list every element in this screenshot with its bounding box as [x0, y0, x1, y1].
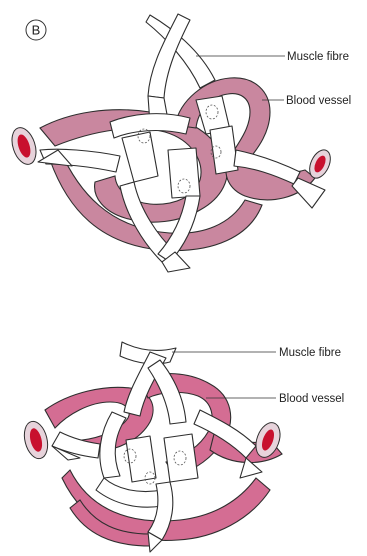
muscle-fibre-label: Muscle fibre [287, 51, 349, 63]
muscle-fibre-label: Muscle fibre [279, 347, 341, 359]
label-blood-vessel-top: Blood vessel [262, 95, 351, 107]
bottom-diagram: Muscle fibre Blood vessel [21, 342, 344, 552]
panel-letter: B [32, 23, 41, 38]
blood-vessel-label: Blood vessel [286, 95, 351, 107]
muscle-fibres-top [38, 14, 325, 272]
top-diagram: B [8, 14, 352, 272]
vessel-end-left-bottom [21, 419, 52, 461]
label-muscle-fibre-bottom: Muscle fibre [172, 347, 341, 359]
vessel-end-left-top [8, 125, 41, 168]
blood-vessel-label: Blood vessel [279, 393, 344, 405]
panel-badge: B [26, 20, 46, 40]
label-muscle-fibre-top: Muscle fibre [196, 51, 349, 63]
